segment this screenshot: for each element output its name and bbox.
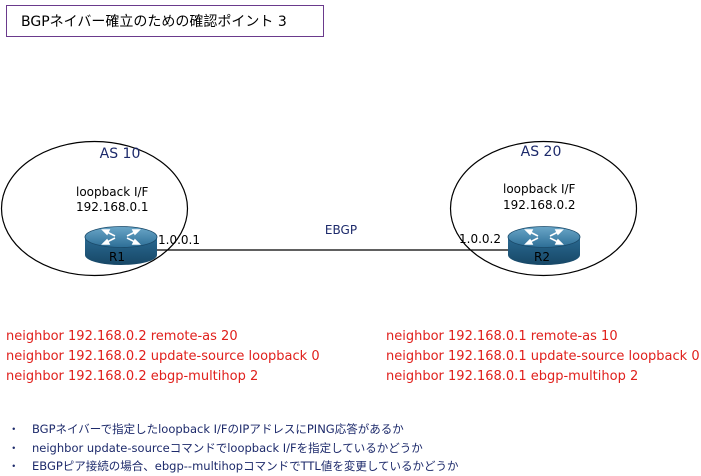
r2-loopback-ip: 192.168.0.2 [503,198,576,212]
as10-label: AS 10 [100,146,141,162]
r2-name: R2 [534,250,550,264]
list-item-text: neighbor update-sourceコマンドでloopback I/Fを… [32,440,423,455]
r2-config-line: neighbor 192.168.0.1 remote-as 10 [386,329,618,344]
title-box: BGPネイバー確立のための確認ポイント 3 [6,5,324,37]
r2-config-line: neighbor 192.168.0.1 ebgp-multihop 2 [386,369,639,384]
list-item: ・ BGPネイバーで指定したloopback I/FのIPアドレスにPING応答… [8,420,459,439]
r1-link-ip: 1.0.0.1 [158,233,200,247]
r1-config-line: neighbor 192.168.0.2 update-source loopb… [6,349,320,364]
bullet-marker: ・ [8,459,20,473]
r1-config: neighbor 192.168.0.2 remote-as 20 neighb… [6,327,320,387]
checkpoint-list: ・ BGPネイバーで指定したloopback I/FのIPアドレスにPING応答… [8,420,459,476]
r1-config-line: neighbor 192.168.0.2 remote-as 20 [6,329,238,344]
r2-config-line: neighbor 192.168.0.1 update-source loopb… [386,349,700,364]
router-r1: R1 [84,226,158,265]
r2-link-ip: 1.0.0.2 [459,232,501,246]
as10-ellipse [0,140,189,277]
r1-config-line: neighbor 192.168.0.2 ebgp-multihop 2 [6,369,259,384]
router-r2: R2 [507,226,581,265]
bullet-marker: ・ [8,422,20,436]
r2-loopback-label: loopback I/F [503,182,576,196]
bullet-marker: ・ [8,440,20,455]
r2-config: neighbor 192.168.0.1 remote-as 10 neighb… [386,327,700,387]
ebgp-label: EBGP [325,223,357,237]
router-arrows-icon [524,229,564,245]
r1-loopback-label: loopback I/F [76,185,149,199]
list-item: ・ neighbor update-sourceコマンドでloopback I/… [8,439,459,458]
as20-ellipse [449,140,638,277]
r1-name: R1 [109,250,125,264]
as20-label: AS 20 [521,144,562,160]
page-title: BGPネイバー確立のための確認ポイント 3 [21,14,287,30]
r1-loopback-ip: 192.168.0.1 [76,200,149,214]
list-item-text: BGPネイバーで指定したloopback I/FのIPアドレスにPING応答があ… [32,422,404,436]
list-item-text: EBGPピア接続の場合、ebgp--multihopコマンドでTTL値を変更して… [32,459,459,473]
list-item: ・ EBGPピア接続の場合、ebgp--multihopコマンドでTTL値を変更… [8,457,459,476]
router-arrows-icon [101,229,141,245]
